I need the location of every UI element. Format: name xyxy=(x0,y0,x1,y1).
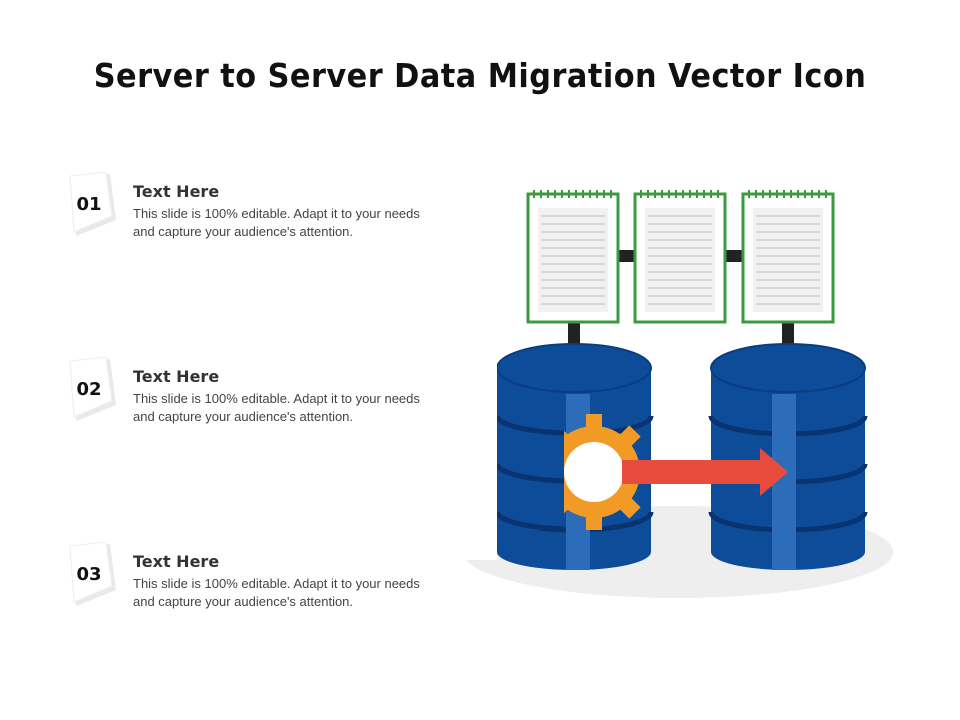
document-icon xyxy=(526,190,620,324)
badge-number: 03 xyxy=(76,563,102,585)
connector xyxy=(724,250,744,262)
item-heading: Text Here xyxy=(133,552,220,571)
connector xyxy=(568,320,580,348)
connector xyxy=(618,250,638,262)
document-icon xyxy=(633,190,727,324)
list-item-01: 01 Text Here This slide is 100% editable… xyxy=(66,172,426,252)
number-badge: 02 xyxy=(66,357,136,421)
server-migration-illustration xyxy=(460,190,893,598)
number-badge: 03 xyxy=(66,542,136,606)
item-description: This slide is 100% editable. Adapt it to… xyxy=(133,391,420,424)
badge-number: 02 xyxy=(76,378,102,400)
item-description: This slide is 100% editable. Adapt it to… xyxy=(133,206,420,239)
list-item-02: 02 Text Here This slide is 100% editable… xyxy=(66,357,426,437)
database-icon xyxy=(708,343,868,570)
page-title: Server to Server Data Migration Vector I… xyxy=(93,56,867,95)
document-icon xyxy=(741,190,835,324)
number-badge: 01 xyxy=(66,172,136,236)
list-item-03: 03 Text Here This slide is 100% editable… xyxy=(66,542,426,622)
item-heading: Text Here xyxy=(133,367,220,386)
badge-number: 01 xyxy=(76,193,102,215)
connector xyxy=(782,320,794,348)
arrow-right-icon xyxy=(622,448,788,496)
item-description: This slide is 100% editable. Adapt it to… xyxy=(133,576,420,609)
item-heading: Text Here xyxy=(133,182,220,201)
